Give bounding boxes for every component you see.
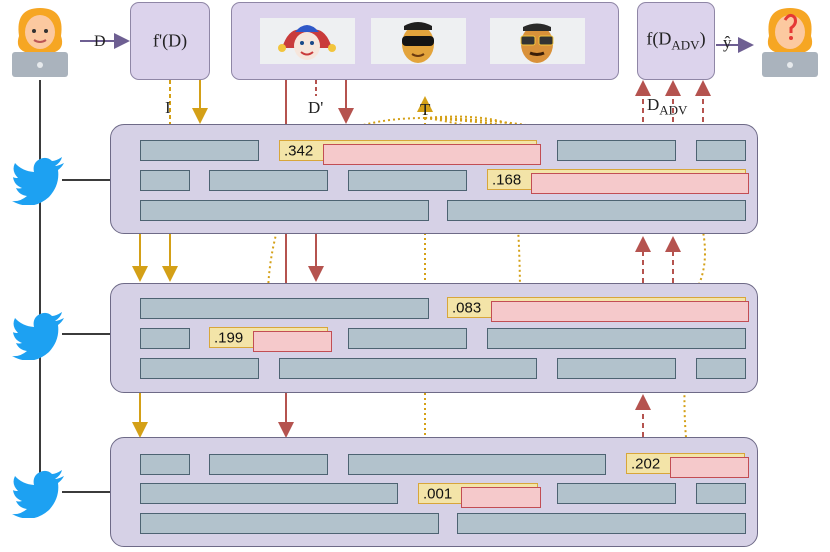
user-emoji-icon (12, 8, 68, 77)
post-bar (487, 328, 746, 349)
feed-panel-top: .342 .168 (110, 124, 758, 234)
post-bar (348, 328, 467, 349)
score-label: .342 (284, 142, 314, 159)
post-bar (696, 358, 746, 379)
post-bar (348, 170, 467, 191)
highlighted-post (253, 331, 332, 352)
post-bar (140, 140, 259, 161)
score-label: .202 (631, 455, 661, 472)
score-label: .199 (214, 329, 244, 346)
masked-bandit-icon (402, 22, 434, 63)
post-bar (696, 140, 746, 161)
post-bar (140, 483, 398, 504)
confused-user-emoji-icon (762, 8, 818, 77)
f-prime-d-label: f'(D) (152, 30, 188, 51)
feed-panel-middle: .083 .199 (110, 283, 758, 393)
post-bar (209, 170, 328, 191)
f-d-adv-node: f(DADV) (637, 2, 715, 80)
post-bar (140, 328, 190, 349)
highlighted-post (461, 487, 541, 508)
post-bar (140, 200, 429, 221)
masked-bandit-tile (371, 18, 466, 64)
label-d-adv: DADV (647, 95, 688, 118)
label-d: D (94, 33, 106, 50)
post-bar (140, 298, 429, 319)
score-label: .001 (423, 485, 453, 502)
score-label: .168 (492, 171, 522, 188)
label-t: T (420, 100, 431, 119)
post-bar (209, 454, 328, 475)
post-bar (557, 483, 676, 504)
highlighted-post (531, 173, 749, 194)
post-bar (348, 454, 606, 475)
post-bar (140, 454, 190, 475)
label-y-hat: ŷ (723, 33, 732, 52)
twitter-bird-icon (12, 470, 64, 518)
disguised-bandit-icon (520, 23, 554, 63)
f-prime-d-node: f'(D) (130, 2, 210, 80)
highlighted-post (323, 144, 541, 165)
post-bar (696, 483, 746, 504)
jester-tile (260, 18, 355, 64)
jester-icon (278, 25, 336, 60)
highlighted-post (670, 457, 749, 478)
feed-panel-bottom: .202 .001 (110, 437, 758, 547)
post-bar (140, 513, 439, 534)
post-bar (140, 170, 190, 191)
f-d-adv-label: f(DADV) (646, 28, 706, 53)
twitter-bird-icon (12, 157, 64, 205)
twitter-bird-icon (12, 312, 64, 360)
post-bar (557, 358, 676, 379)
adversary-images-box (231, 2, 619, 80)
label-d-prime: D' (308, 98, 324, 117)
post-bar (457, 513, 746, 534)
post-bar (279, 358, 537, 379)
post-bar (140, 358, 259, 379)
post-bar (557, 140, 676, 161)
highlighted-post (491, 301, 749, 322)
disguised-bandit-tile (490, 18, 585, 64)
score-label: .083 (452, 299, 482, 316)
label-i: I (165, 98, 171, 117)
post-bar (447, 200, 746, 221)
